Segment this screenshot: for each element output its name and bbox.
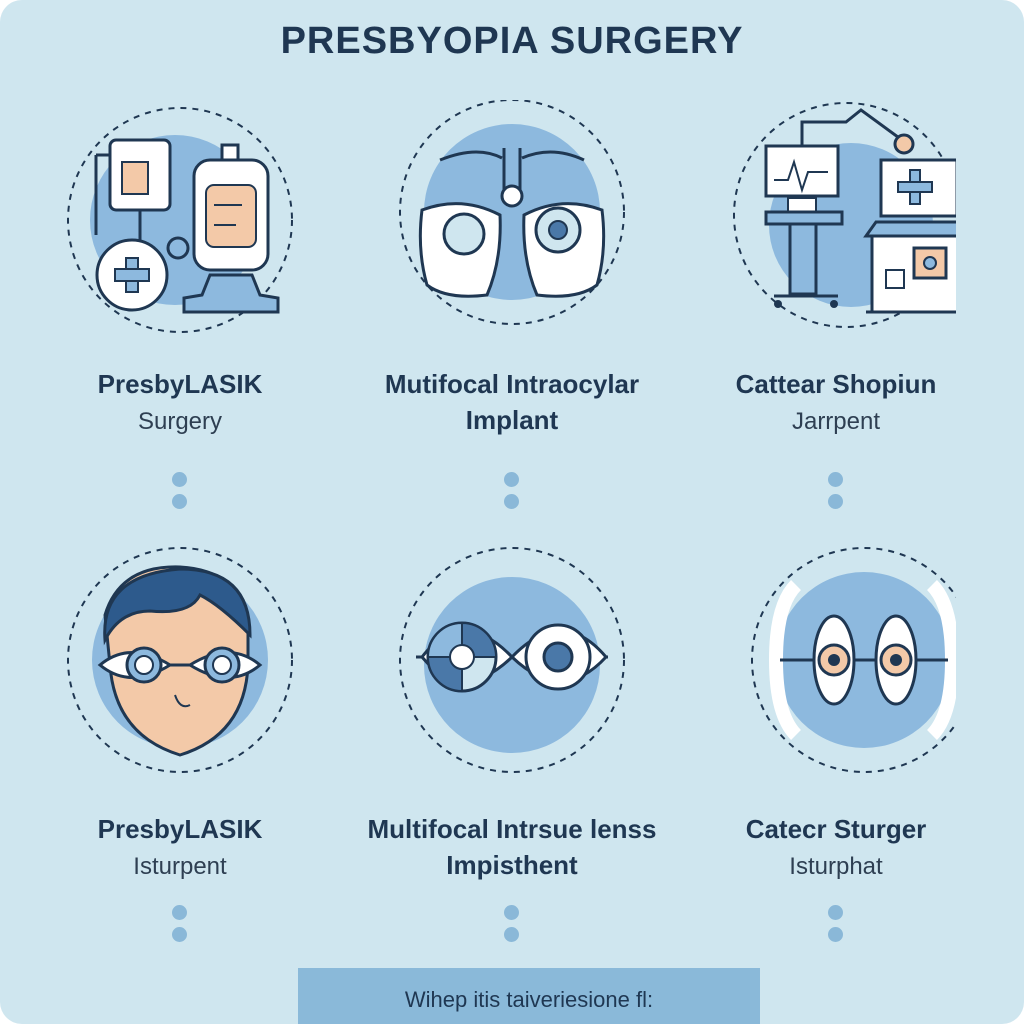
vertical-dots-icon [828,905,844,945]
procedure-name-3: Cattear Shopiun [735,369,937,399]
iv-bag-vial-icon [60,100,300,340]
vertical-dots-icon [828,472,844,512]
page-title: PRESBYOPIA SURGERY [280,20,744,62]
procedure-name-4: PresbyLASIK [97,814,263,844]
vertical-dots-icon [504,905,520,945]
procedure-subtitle-4: Isturpent [133,853,227,880]
procedure-name-2: Mutifocal Intraocylar Implant [384,369,640,435]
procedure-subtitle-6: Isturphat [789,853,883,880]
eye-exam-icon [392,100,632,340]
footer-banner: Wihep itis taiveriesione fl: [298,968,760,1024]
surgical-equipment-icon [716,100,956,340]
lens-pair-icon [716,545,956,785]
procedure-subtitle-1: Surgery [137,408,223,435]
vertical-dots-icon [172,905,188,945]
procedure-name-6: Catecr Sturger [745,814,927,844]
procedure-subtitle-3: Jarrpent [791,408,881,435]
vertical-dots-icon [172,472,188,512]
procedure-name-5: Multifocal Intrsue lenss Impisthent [367,814,657,880]
vertical-dots-icon [504,472,520,512]
face-eyes-icon [60,545,300,785]
eye-lens-icon [392,545,632,785]
procedure-name-1: PresbyLASIK [97,369,263,399]
